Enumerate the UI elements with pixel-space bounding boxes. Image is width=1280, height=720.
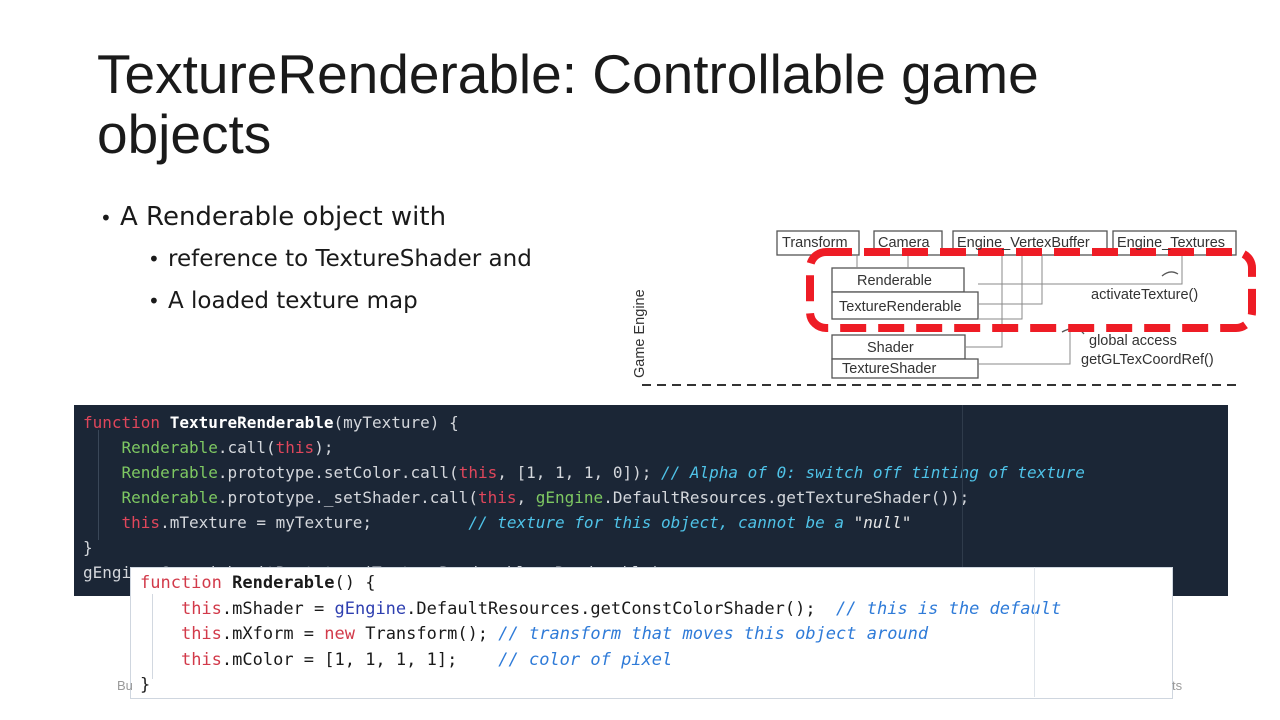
architecture-diagram: Transform Camera Engine_VertexBuffer Eng… <box>632 230 1256 386</box>
code-text: .DefaultResources.getConstColorShader(); <box>406 598 837 619</box>
code-text: .call( <box>217 438 276 457</box>
texture-renderable-code-block: function TextureRenderable(myTexture) { … <box>74 405 1228 596</box>
label-game-engine: Game Engine <box>632 289 648 378</box>
code-keyword: function <box>140 573 233 593</box>
code-line: this.mXform = new Transform(); // transf… <box>131 622 1172 648</box>
code-line: function TextureRenderable(myTexture) { <box>74 405 1228 435</box>
label-texture-shader: TextureShader <box>842 361 936 377</box>
code-text: .prototype._setShader.call( <box>217 488 478 507</box>
bullet-dot: • <box>148 289 160 313</box>
code-this: this <box>458 463 498 482</box>
code-class: gEngine <box>334 598 407 619</box>
bullet-dot: • <box>100 206 112 230</box>
code-line: function Renderable() { <box>131 568 1172 597</box>
code-text: .prototype.setColor.call( <box>217 463 459 482</box>
code-this: this <box>180 649 222 670</box>
code-text: ); <box>314 438 334 457</box>
highlight-box <box>806 248 1256 332</box>
bullet-sub-1: • reference to TextureShader and <box>100 240 532 282</box>
code-text: .mTexture = myTexture; <box>160 513 469 532</box>
code-class: Renderable <box>121 438 218 457</box>
bullet-main-text: A Renderable object with <box>120 202 447 232</box>
label-get-texcoord: getGLTexCoordRef() <box>1081 352 1214 368</box>
code-text: .DefaultResources.getTextureShader()); <box>603 488 970 507</box>
code-keyword: new <box>324 624 355 644</box>
code-line: Renderable.call(this); <box>74 435 1228 460</box>
code-function-name: Renderable <box>232 573 335 593</box>
bullet-list: • A Renderable object with • reference to … <box>100 198 532 324</box>
slide-title: TextureRenderable: Controllable game obj… <box>97 43 1039 165</box>
label-vertex-buffer: Engine_VertexBuffer <box>957 235 1090 251</box>
code-line: } <box>140 675 151 695</box>
footer-right-text: ts <box>1172 678 1183 693</box>
code-comment: // Alpha of 0: switch off tinting of tex… <box>660 463 1085 482</box>
code-string: "null" <box>853 513 912 532</box>
code-class: Renderable <box>121 488 218 507</box>
code-this: this <box>275 438 315 457</box>
code-text: , <box>516 488 536 507</box>
code-comment: // color of pixel <box>498 649 673 670</box>
label-camera: Camera <box>878 235 931 251</box>
label-renderable: Renderable <box>857 273 932 289</box>
indent-guide <box>152 594 153 679</box>
code-class: gEngine <box>535 488 604 507</box>
label-texture-renderable: TextureRenderable <box>839 299 962 315</box>
code-comment: // transform that moves this object arou… <box>498 624 929 644</box>
code-text: (myTexture) { <box>333 413 459 432</box>
code-line: this.mColor = [1, 1, 1, 1]; // color of … <box>131 648 1172 674</box>
code-this: this <box>121 513 161 532</box>
code-line: } <box>83 538 93 557</box>
code-class: Renderable <box>121 463 218 482</box>
indent-guide <box>98 430 99 540</box>
bullet-main: • A Renderable object with <box>100 198 532 240</box>
footer-left-text: Bu <box>117 678 133 693</box>
renderable-code-block: function Renderable() { this.mShader = g… <box>130 567 1173 699</box>
label-textures: Engine_Textures <box>1117 235 1225 251</box>
code-line: Renderable.prototype._setShader.call(thi… <box>74 485 1228 510</box>
code-text: .mXform = <box>221 624 325 644</box>
code-text: () { <box>334 573 376 593</box>
code-text: Transform(); <box>354 624 499 644</box>
bullet-sub-2-text: A loaded texture map <box>168 288 418 314</box>
code-keyword: function <box>83 413 170 432</box>
code-this: this <box>180 624 222 644</box>
code-text: .mShader = <box>221 598 335 619</box>
code-text: , [1, 1, 1, 0]); <box>497 463 661 482</box>
code-line: this.mShader = gEngine.DefaultResources.… <box>131 597 1172 623</box>
label-global-access: global access <box>1089 333 1177 349</box>
code-text: .mColor = [1, 1, 1, 1]; <box>221 649 499 670</box>
column-guide <box>962 405 963 596</box>
code-comment: // texture for this object, cannot be a <box>468 513 854 532</box>
code-this: this <box>477 488 517 507</box>
code-this: this <box>180 598 222 619</box>
code-comment: // this is the default <box>836 598 1062 619</box>
label-shader: Shader <box>867 340 914 356</box>
bullet-dot: • <box>148 247 160 271</box>
label-activate-texture: activateTexture() <box>1091 287 1198 303</box>
box-texture-shader <box>831 358 979 379</box>
bullet-sub-1-text: reference to TextureShader and <box>168 246 532 272</box>
code-line: Renderable.prototype.setColor.call(this,… <box>74 460 1228 485</box>
code-line: this.mTexture = myTexture; // texture fo… <box>74 510 1228 535</box>
column-guide <box>1034 567 1035 697</box>
bullet-sub-2: • A loaded texture map <box>100 282 532 324</box>
code-function-name: TextureRenderable <box>169 413 334 432</box>
box-texture-renderable <box>831 291 979 320</box>
label-transform: Transform <box>782 235 848 251</box>
